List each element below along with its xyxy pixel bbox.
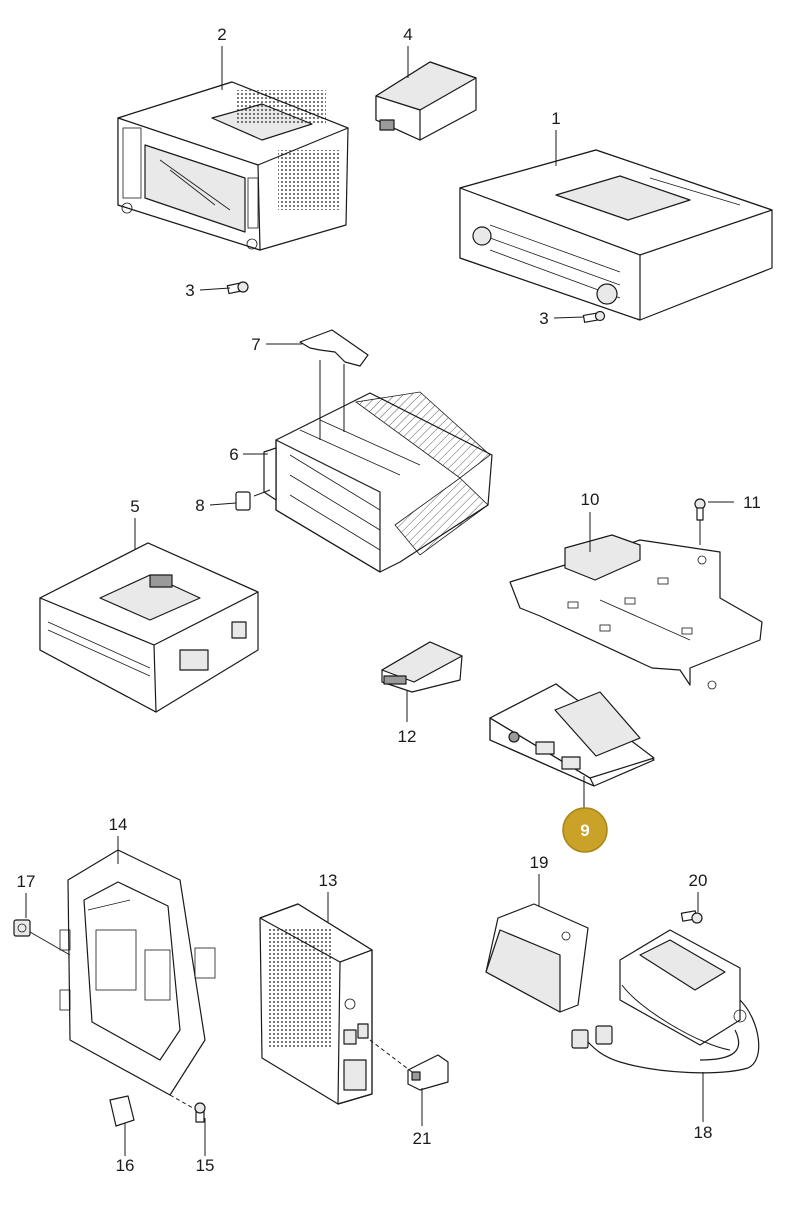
part-21-connector-clip[interactable] [407,1054,449,1091]
callout-3-upper[interactable]: 3 [185,281,194,300]
callout-13[interactable]: 13 [319,871,338,890]
leader-lines [25,46,734,1156]
part-18-motor-cable[interactable] [571,929,760,1074]
part-13-amplifier[interactable] [259,903,373,1105]
part-3-screw-a[interactable] [226,281,249,295]
part-7-bracket[interactable] [299,329,369,367]
part-8-clip[interactable] [235,491,251,511]
callout-7[interactable]: 7 [251,335,260,354]
part-17-nut[interactable] [13,919,31,937]
callout-12[interactable]: 12 [398,727,417,746]
part-10-plate-bracket[interactable] [509,534,763,690]
callout-3-right[interactable]: 3 [539,309,548,328]
part-1-radio-unit[interactable] [459,149,773,321]
callout-5[interactable]: 5 [130,497,139,516]
part-12-control-module[interactable] [381,641,463,693]
part-14-bracket-frame[interactable] [59,849,216,1096]
callout-16[interactable]: 16 [116,1156,135,1175]
callout-17[interactable]: 17 [17,872,36,891]
callout-10[interactable]: 10 [581,490,600,509]
part-9-control-unit[interactable] [489,683,655,787]
part-6-mounting-cage[interactable] [263,391,493,573]
callout-1[interactable]: 1 [551,109,560,128]
callout-8[interactable]: 8 [195,496,204,515]
callout-21[interactable]: 21 [413,1129,432,1148]
part-20-screw[interactable] [680,910,703,924]
callout-11[interactable]: 11 [743,493,761,512]
callout-15[interactable]: 15 [196,1156,215,1175]
part-11-screw[interactable] [694,498,706,521]
callout-labels: 2 4 1 3 3 7 6 8 5 10 11 12 9 14 17 13 19… [17,25,761,1175]
part-3-screw-b[interactable] [582,310,606,323]
part-19-cover[interactable] [485,903,589,1013]
callout-20[interactable]: 20 [689,871,708,890]
callout-4[interactable]: 4 [403,25,412,44]
callout-6[interactable]: 6 [229,445,238,464]
callout-14[interactable]: 14 [109,815,128,834]
part-4-module[interactable] [375,61,477,141]
part-2-navigation-unit[interactable] [117,81,349,251]
part-15-screw[interactable] [194,1102,206,1123]
highlight-marker-9[interactable] [562,807,608,853]
part-5-changer[interactable] [39,542,259,713]
callout-9[interactable]: 9 [580,821,589,840]
part-16-clip[interactable] [109,1095,135,1127]
callout-19[interactable]: 19 [530,853,549,872]
callout-18[interactable]: 18 [694,1123,713,1142]
callout-2[interactable]: 2 [217,25,226,44]
